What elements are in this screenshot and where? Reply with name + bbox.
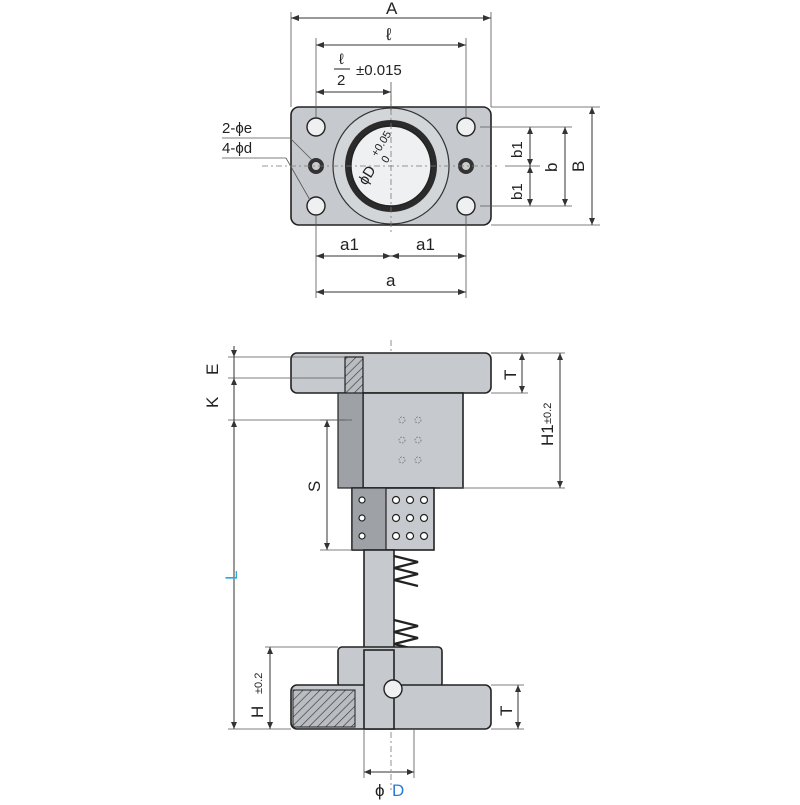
dim-l-half-tol: ±0.015	[356, 62, 402, 79]
dim-L: L	[222, 571, 241, 580]
upper-sleeve	[337, 392, 364, 489]
dim-b1-top: b1	[509, 141, 526, 158]
mount-hole-tl	[306, 117, 326, 137]
dim-H: H	[248, 706, 267, 718]
dim-B: B	[569, 161, 588, 172]
dim-H1: H1	[538, 424, 557, 446]
side-view: E K T H1 ±0.2 S L H ±0.	[203, 340, 565, 800]
dim-l-half-num: ℓ	[339, 51, 344, 68]
mount-hole-tr	[456, 117, 476, 137]
dim-E: E	[203, 364, 222, 375]
callout-4-phid: 4-ϕd	[222, 140, 252, 157]
dim-a1-right: a1	[416, 235, 435, 254]
dim-H1-tol: ±0.2	[542, 403, 554, 424]
top-view: A ℓ ℓ 2 ±0.015 2-ϕe 4-ϕd ϕD +0.05 0	[222, 0, 600, 298]
dim-a1-left: a1	[340, 235, 359, 254]
dim-a: a	[386, 271, 396, 290]
bottom-hatch	[292, 689, 356, 728]
dim-b1-bottom: b1	[509, 183, 526, 200]
bore-tol-bot: 0	[379, 154, 392, 166]
callout-2-phie: 2-ϕe	[222, 120, 252, 137]
mount-hole-br	[456, 196, 476, 216]
dim-phiD-prefix: ϕ	[375, 781, 385, 800]
dim-S: S	[305, 481, 324, 492]
ball-detent	[383, 679, 403, 699]
dim-l-half-den: 2	[337, 72, 345, 89]
dim-T-bottom: T	[497, 706, 516, 716]
upper-body	[362, 392, 464, 489]
dim-H-tol: ±0.2	[253, 673, 265, 694]
top-flange	[290, 352, 492, 394]
dim-K: K	[203, 396, 222, 408]
dim-b: b	[542, 163, 561, 172]
shaft	[363, 549, 395, 651]
spring	[393, 554, 419, 652]
upper-pattern	[398, 416, 422, 464]
dim-A-label: A	[386, 0, 398, 18]
dim-phiD-letter: D	[392, 781, 404, 800]
dim-T-top: T	[501, 370, 520, 380]
dim-l-label: ℓ	[385, 25, 392, 44]
guide-holes	[358, 495, 429, 541]
